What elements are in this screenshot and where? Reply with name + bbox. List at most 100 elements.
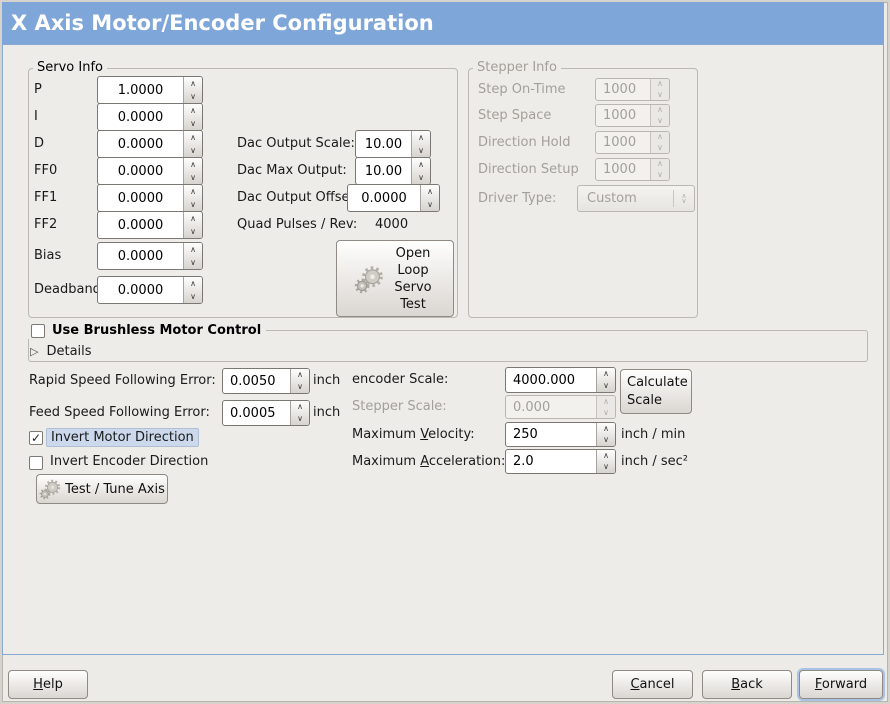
spin-down-icon[interactable]: ∨ — [190, 226, 196, 236]
spin-buttons[interactable]: ∧∨ — [420, 185, 439, 211]
step-space-label: Step Space — [478, 108, 552, 123]
encoder-scale-label: encoder Scale: — [352, 372, 449, 387]
spin-buttons[interactable]: ∧∨ — [411, 158, 430, 184]
spin-up-icon[interactable]: ∧ — [190, 244, 196, 254]
spin-down-icon[interactable]: ∨ — [418, 145, 424, 155]
spin-up-icon[interactable]: ∧ — [190, 159, 196, 169]
invert-motor-label[interactable]: Invert Motor Direction — [46, 428, 199, 447]
open-loop-servo-test-button[interactable]: Open Loop Servo Test — [336, 240, 454, 317]
spin-up-icon[interactable]: ∧ — [603, 450, 609, 460]
spin-buttons[interactable]: ∧∨ — [596, 368, 615, 392]
spin-buttons[interactable]: ∧∨ — [183, 212, 202, 238]
spin-up-icon[interactable]: ∧ — [190, 186, 196, 196]
invert-motor-checkbox[interactable]: ✓ — [29, 431, 43, 445]
maximum-velocity-unit: inch / min — [621, 427, 686, 442]
dac-output-offset-label: Dac Output Offset: — [237, 190, 359, 205]
encoder-scale-spinbox[interactable]: 4000.000 ∧∨ — [505, 367, 616, 393]
spin-up-icon[interactable]: ∧ — [427, 186, 433, 196]
spin-buttons[interactable]: ∧∨ — [183, 158, 202, 184]
spin-down-icon[interactable]: ∨ — [190, 172, 196, 182]
details-expander[interactable]: ▷ Details — [30, 343, 92, 359]
d-spinbox[interactable]: 0.0000 ∧∨ — [97, 130, 203, 158]
rapid-following-error-label: Rapid Speed Following Error: — [29, 373, 216, 388]
spin-up-icon: ∧ — [657, 105, 663, 115]
spin-up-icon[interactable]: ∧ — [603, 369, 609, 378]
spin-down-icon[interactable]: ∨ — [190, 145, 196, 155]
deadband-spinbox[interactable]: 0.0000 ∧∨ — [97, 276, 203, 304]
spin-down-icon[interactable]: ∨ — [427, 199, 433, 209]
cancel-button[interactable]: Cancel — [612, 670, 693, 699]
maximum-velocity-spinbox[interactable]: 250 ∧∨ — [505, 422, 616, 447]
invert-encoder-label[interactable]: Invert Encoder Direction — [50, 454, 209, 469]
dac-output-scale-spinbox[interactable]: 10.00 ∧∨ — [355, 130, 431, 158]
feed-following-error-spinbox[interactable]: 0.0005 ∧∨ — [222, 400, 310, 426]
spin-buttons[interactable]: ∧∨ — [183, 277, 202, 303]
spin-down-icon[interactable]: ∨ — [190, 257, 196, 267]
spin-up-icon[interactable]: ∧ — [190, 132, 196, 142]
spin-down-icon[interactable]: ∨ — [190, 291, 196, 301]
use-brushless-row[interactable]: Use Brushless Motor Control — [26, 322, 267, 339]
maximum-acceleration-spinbox[interactable]: 2.0 ∧∨ — [505, 449, 616, 474]
invert-encoder-checkbox[interactable] — [29, 456, 43, 470]
spin-up-icon[interactable]: ∧ — [190, 213, 196, 223]
ff1-spinbox[interactable]: 0.0000 ∧∨ — [97, 184, 203, 212]
back-label: Back — [731, 677, 763, 692]
spin-down-icon[interactable]: ∨ — [603, 381, 609, 390]
spin-buttons[interactable]: ∧∨ — [183, 131, 202, 157]
ff0-spinbox[interactable]: 0.0000 ∧∨ — [97, 157, 203, 185]
spin-down-icon[interactable]: ∨ — [190, 118, 196, 128]
stepper-info-group — [468, 68, 698, 318]
expander-triangle-icon[interactable]: ▷ — [30, 344, 39, 358]
back-button[interactable]: Back — [702, 670, 792, 699]
spin-buttons[interactable]: ∧∨ — [596, 450, 615, 473]
dac-output-offset-spinbox[interactable]: 0.0000 ∧∨ — [347, 184, 440, 212]
bias-spinbox[interactable]: 0.0000 ∧∨ — [97, 242, 203, 270]
spin-up-icon[interactable]: ∧ — [190, 78, 196, 88]
spin-buttons[interactable]: ∧∨ — [183, 104, 202, 130]
spin-buttons[interactable]: ∧∨ — [183, 243, 202, 269]
open-loop-button-label: Open Loop Servo Test — [394, 245, 432, 312]
spin-up-icon[interactable]: ∧ — [297, 402, 303, 411]
help-button[interactable]: Help — [8, 670, 88, 699]
spin-up-icon: ∧ — [657, 159, 663, 169]
spin-buttons[interactable]: ∧∨ — [411, 131, 430, 157]
dac-max-output-spinbox[interactable]: 10.00 ∧∨ — [355, 157, 431, 185]
test-tune-axis-button[interactable]: Test / Tune Axis — [36, 474, 168, 504]
use-brushless-checkbox[interactable] — [31, 323, 45, 338]
spin-up-icon[interactable]: ∧ — [418, 159, 424, 169]
spin-down-icon[interactable]: ∨ — [297, 382, 303, 391]
i-spinbox[interactable]: 0.0000 ∧∨ — [97, 103, 203, 131]
spin-buttons[interactable]: ∧∨ — [596, 423, 615, 446]
spin-up-icon[interactable]: ∧ — [190, 278, 196, 288]
feed-following-error-unit: inch — [313, 405, 341, 420]
spin-buttons[interactable]: ∧∨ — [183, 77, 202, 103]
spin-buttons[interactable]: ∧∨ — [183, 185, 202, 211]
use-brushless-label: Use Brushless Motor Control — [52, 323, 262, 338]
spin-buttons[interactable]: ∧∨ — [290, 369, 309, 393]
ff2-spinbox[interactable]: 0.0000 ∧∨ — [97, 211, 203, 239]
details-label: Details — [46, 343, 92, 359]
gears-icon — [39, 479, 61, 500]
spin-down-icon[interactable]: ∨ — [603, 462, 609, 472]
spin-down-icon[interactable]: ∨ — [190, 199, 196, 209]
p-spinbox[interactable]: 1.0000 ∧∨ — [97, 76, 203, 104]
spin-down-icon[interactable]: ∨ — [418, 172, 424, 182]
spin-up-icon[interactable]: ∧ — [297, 370, 303, 379]
step-space-spinbox: 1000 ∧∨ — [595, 104, 670, 127]
spin-buttons[interactable]: ∧∨ — [290, 401, 309, 425]
calculate-scale-button[interactable]: Calculate Scale — [620, 369, 692, 414]
forward-button[interactable]: Forward — [799, 670, 883, 699]
servo-param-label: P — [34, 82, 42, 97]
spin-down-icon[interactable]: ∨ — [190, 91, 196, 101]
servo-param-label: I — [34, 109, 38, 124]
spin-down-icon[interactable]: ∨ — [297, 414, 303, 423]
spin-up-icon[interactable]: ∧ — [190, 105, 196, 115]
maximum-acceleration-label: Maximum Acceleration: — [352, 454, 506, 469]
rapid-following-error-spinbox[interactable]: 0.0050 ∧∨ — [222, 368, 310, 394]
spin-up-icon[interactable]: ∧ — [603, 423, 609, 433]
spin-up-icon[interactable]: ∧ — [418, 132, 424, 142]
spin-down-icon[interactable]: ∨ — [603, 435, 609, 445]
driver-type-label: Driver Type: — [478, 191, 557, 206]
calculate-scale-label: Calculate Scale — [627, 374, 688, 408]
